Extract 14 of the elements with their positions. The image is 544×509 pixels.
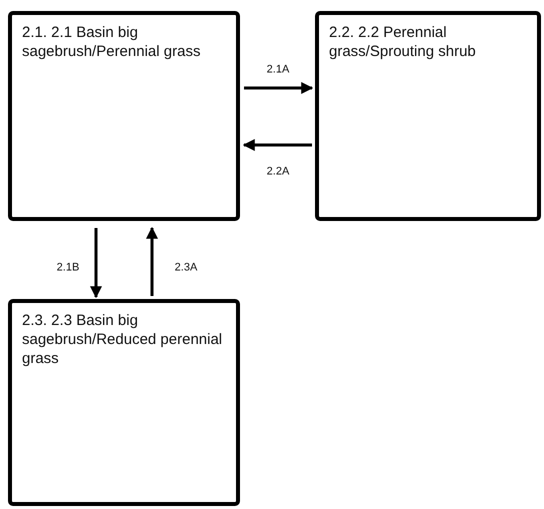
- edge-label: 2.1B: [56, 262, 80, 274]
- state-title: 2.3. 2.3 Basin big sagebrush/Reduced perennial grass: [22, 311, 224, 368]
- arrow: [90, 228, 102, 298]
- arrow: [146, 226, 158, 296]
- state-title: 2.1. 2.1 Basin big sagebrush/Perennial grass: [22, 23, 202, 61]
- edge-label: 2.2A: [266, 166, 290, 178]
- state-box: [8, 11, 240, 221]
- arrow: [244, 82, 314, 94]
- state-title: 2.2. 2.2 Perennial grass/Sprouting shrub: [329, 23, 477, 61]
- state-box: [8, 299, 240, 506]
- arrow: [242, 139, 312, 151]
- state-box: [315, 11, 541, 221]
- edge-label: 2.3A: [174, 262, 198, 274]
- edge-label: 2.1A: [266, 64, 290, 76]
